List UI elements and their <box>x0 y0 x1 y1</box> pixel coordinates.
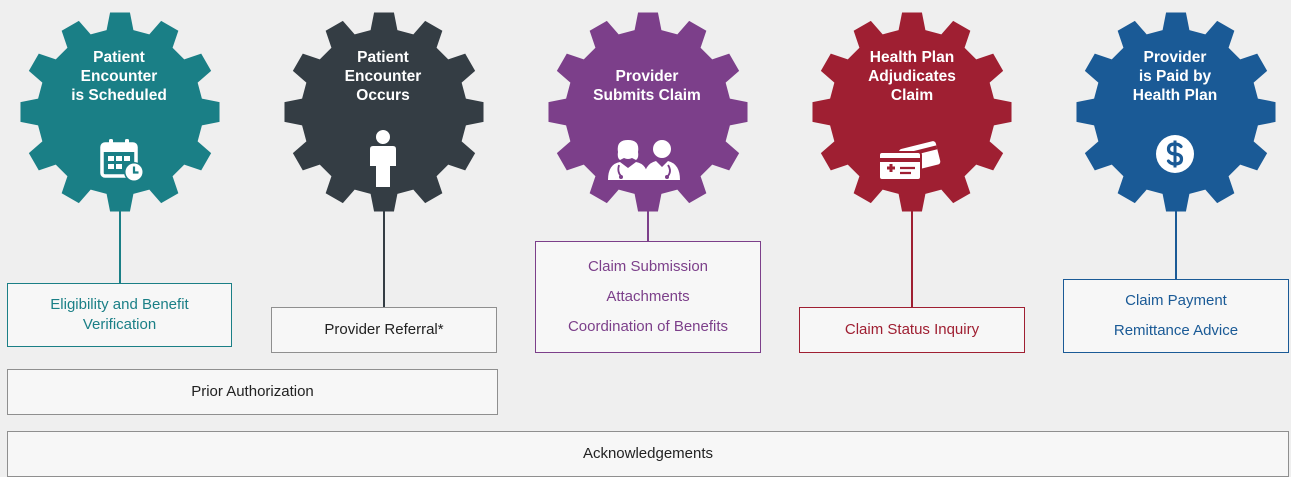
gear-4 <box>812 12 1012 212</box>
step-2-title-line: Occurs <box>356 87 410 104</box>
gear-1 <box>20 12 220 212</box>
eligibility-line: Eligibility and Benefit <box>50 296 189 313</box>
gear-2 <box>284 12 484 212</box>
step-3-title-line: Provider <box>615 68 679 85</box>
claim-payment-line: Claim Payment <box>1125 292 1227 309</box>
eligibility-line: Verification <box>82 316 157 333</box>
person-icon <box>370 130 396 187</box>
claim-status-box: Claim Status Inquiry <box>799 307 1025 353</box>
step-5-title: Provider is Paid by Health Plan <box>1110 48 1240 105</box>
step-5-title-line: Provider <box>1143 49 1207 66</box>
claim-submission-line: Coordination of Benefits <box>567 318 729 335</box>
step-5-title-line: is Paid by <box>1138 68 1212 85</box>
claim-status-label: Claim Status Inquiry <box>844 321 980 338</box>
acknowledgements-box: Acknowledgements <box>7 431 1289 477</box>
prior-authorization-label: Prior Authorization <box>191 383 314 400</box>
step-4-title-line: Adjudicates <box>868 68 956 85</box>
provider-referral-label: Provider Referral* <box>324 321 444 338</box>
acknowledgements-label: Acknowledgements <box>582 445 714 462</box>
step-1-title-line: is Scheduled <box>71 87 167 104</box>
provider-referral-box: Provider Referral* <box>271 307 497 353</box>
claim-payment-box: Claim Payment Remittance Advice <box>1063 279 1289 353</box>
step-2-title-line: Patient <box>357 49 409 66</box>
step-4-title: Health Plan Adjudicates Claim <box>847 48 977 105</box>
step-3-title-line: Submits Claim <box>593 87 701 104</box>
connector-4 <box>911 210 913 308</box>
connector-2 <box>383 210 385 308</box>
step-1-title: Patient Encounter is Scheduled <box>54 48 184 105</box>
prior-authorization-box: Prior Authorization <box>7 369 498 415</box>
step-2-title: Patient Encounter Occurs <box>318 48 448 105</box>
step-4-title-line: Health Plan <box>869 49 955 66</box>
connector-5 <box>1175 210 1177 280</box>
dollar-coin-icon <box>1156 135 1194 173</box>
insurance-cards-icon <box>878 141 941 181</box>
step-1-title-line: Encounter <box>80 68 158 85</box>
gear-5 <box>1076 12 1276 212</box>
step-3-title: Provider Submits Claim <box>582 67 712 105</box>
step-5-title-line: Health Plan <box>1132 87 1218 104</box>
connector-1 <box>119 210 121 284</box>
claim-submission-line: Attachments <box>606 288 690 305</box>
claim-payment-line: Remittance Advice <box>1113 322 1239 339</box>
claim-submission-box: Claim Submission Attachments Coordinatio… <box>535 241 761 353</box>
claim-submission-line: Claim Submission <box>587 258 709 275</box>
connector-3 <box>647 210 649 242</box>
step-4-title-line: Claim <box>890 87 934 104</box>
calendar-clock-icon <box>100 139 144 182</box>
step-2-title-line: Encounter <box>344 68 422 85</box>
eligibility-verification-box: Eligibility and Benefit Verification <box>7 283 232 347</box>
gear-3 <box>548 12 748 212</box>
doctors-icon <box>608 140 680 180</box>
step-1-title-line: Patient <box>93 49 145 66</box>
